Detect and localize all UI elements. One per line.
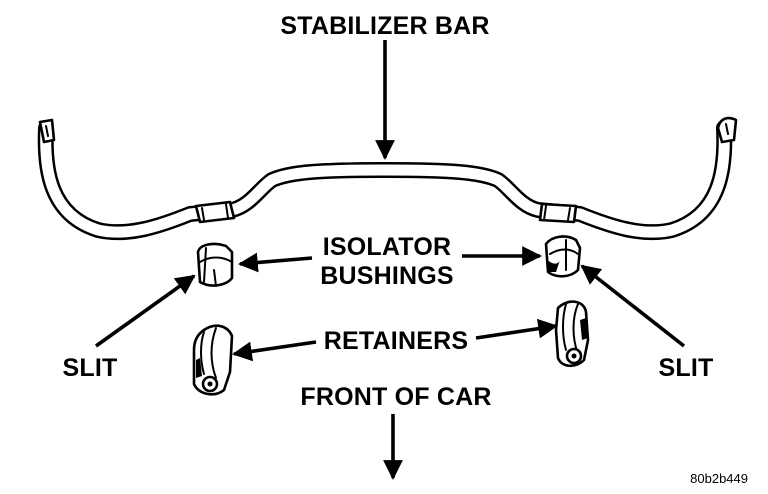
leader-arrows <box>94 40 686 480</box>
label-bushings: BUSHINGS <box>320 262 454 290</box>
label-isolator: ISOLATOR <box>323 233 451 261</box>
bar-right-end <box>716 116 738 144</box>
label-slit-left: SLIT <box>63 354 118 382</box>
stabilizer-bar <box>37 116 738 241</box>
label-stabilizer-bar: STABILIZER BAR <box>280 12 489 40</box>
arrow-to-left-retainer <box>232 340 317 362</box>
figure-id: 80b2b449 <box>690 471 748 486</box>
label-front-of-car: FRONT OF CAR <box>300 383 491 411</box>
isolator-bushing-right <box>544 235 582 278</box>
arrow-right-slit <box>580 264 686 348</box>
isolator-bushing-left <box>196 242 234 287</box>
retainer-right <box>554 300 590 368</box>
bar-bushing-right <box>538 202 578 224</box>
bar-left-end <box>38 118 56 144</box>
label-retainers: RETAINERS <box>324 327 468 355</box>
bar-bushing-left <box>194 200 236 224</box>
arrow-to-right-retainer <box>475 318 558 340</box>
retainer-left <box>192 324 234 396</box>
arrow-to-left-bushing <box>238 252 313 273</box>
arrow-left-slit <box>94 274 196 348</box>
label-slit-right: SLIT <box>659 354 714 382</box>
